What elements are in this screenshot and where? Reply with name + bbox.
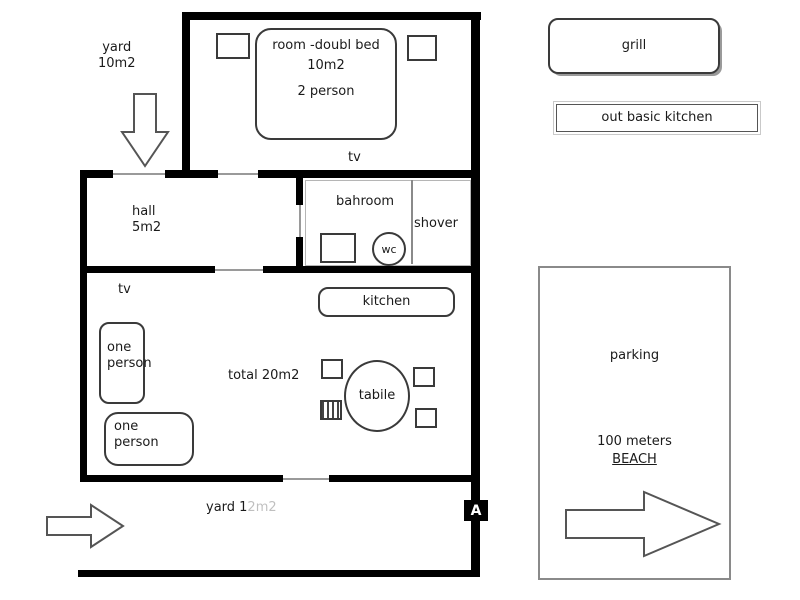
- wc-label: wc: [381, 242, 397, 256]
- wall-mid-seg2: [263, 266, 480, 273]
- wall-bedroom-top: [182, 12, 481, 20]
- erased-smudge: A: [464, 500, 488, 521]
- chair-bottom-right: [415, 408, 437, 428]
- double-bed: room -doubl bed 10m2 2 person: [255, 28, 397, 140]
- door-opening-bedroom-hall: [218, 173, 258, 175]
- hall-label: hall 5m2: [132, 204, 162, 236]
- wall-living-bottom-seg1: [80, 475, 283, 482]
- wall-hall-bath-seg2: [296, 237, 303, 273]
- single-bed-2: one person: [104, 412, 194, 466]
- bed-label-line3: 2 person: [297, 84, 355, 99]
- chair-bottom-left: [320, 400, 342, 420]
- door-opening-hall-bathroom: [299, 205, 301, 237]
- bed-label-line1: room -doubl bed: [272, 38, 380, 53]
- bathroom-label: bahroom: [336, 194, 395, 209]
- beach-label: BEACH: [612, 452, 657, 467]
- yard-entrance-arrow-down-icon: [120, 93, 170, 168]
- chair-top-left: [321, 359, 343, 379]
- smudge-letter: A: [470, 502, 482, 519]
- shower-partition: [411, 180, 413, 264]
- grill-area: grill: [548, 18, 720, 74]
- nightstand-left: [216, 33, 250, 59]
- wall-right-outer: [471, 12, 480, 577]
- parking-area: parking 100 meters BEACH: [538, 266, 731, 580]
- total-area-label: total 20m2: [228, 368, 300, 383]
- beach-direction-arrow-icon: [565, 490, 722, 558]
- wc-toilet: wc: [372, 232, 406, 266]
- single-bed-1-label: one person: [107, 340, 152, 372]
- wall-yard-bottom: [78, 570, 480, 577]
- wall-hall-top-seg3: [258, 170, 473, 178]
- side-entrance-arrow-icon: [46, 503, 125, 549]
- wall-left-outer: [80, 170, 87, 482]
- wall-bedroom-left: [182, 12, 190, 178]
- bed-label-line2: 10m2: [307, 58, 345, 73]
- single-bed-2-label: one person: [114, 419, 159, 451]
- grill-label: grill: [621, 37, 647, 53]
- wall-living-bottom-seg2: [329, 475, 480, 482]
- kitchen-counter: kitchen: [318, 287, 455, 317]
- living-tv-label: tv: [118, 282, 131, 297]
- wall-mid-seg1: [80, 266, 215, 273]
- erased-text-patch: [248, 497, 316, 519]
- parking-label: parking: [609, 348, 660, 363]
- wall-hall-bath-seg1: [296, 172, 303, 205]
- door-opening-hall-living: [215, 269, 263, 271]
- dining-table: tabile: [344, 360, 410, 432]
- kitchen-label: kitchen: [362, 293, 411, 309]
- nightstand-right: [407, 35, 437, 61]
- yard-top-label: yard 10m2: [98, 40, 136, 72]
- beach-distance-label: 100 meters: [597, 434, 672, 449]
- wall-hall-top-seg2: [165, 170, 218, 178]
- bedroom-tv-label: tv: [348, 150, 361, 165]
- bathroom-sink: [320, 233, 356, 263]
- chair-top-right: [413, 367, 435, 387]
- wall-hall-top-seg1: [80, 170, 113, 178]
- table-label: tabile: [358, 387, 396, 403]
- outdoor-kitchen-label: out basic kitchen: [601, 109, 713, 125]
- door-opening-yard-hall: [113, 173, 165, 175]
- door-opening-living-yard: [283, 478, 329, 480]
- single-bed-1: one person: [99, 322, 152, 404]
- outdoor-kitchen-area: out basic kitchen: [553, 101, 761, 135]
- shower-label: shover: [414, 216, 459, 231]
